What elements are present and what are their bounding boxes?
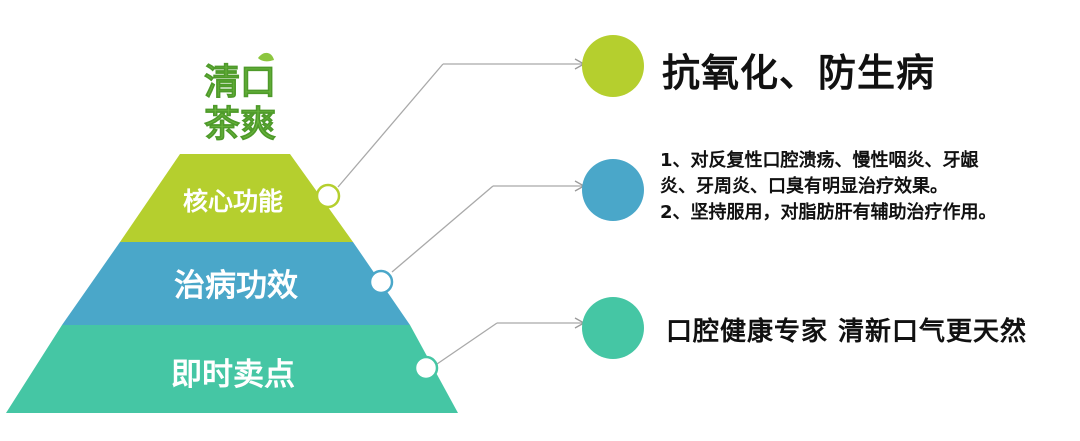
description-treatment-line3: 2、坚持服用，对脂肪肝有辅助治疗作用。 [660,202,997,223]
tier-label-top: 核心功能 [183,187,283,216]
logo: 清口 茶爽 [204,52,276,145]
description-treatment: 1、对反复性口腔溃疡、慢性咽炎、牙龈 炎、牙周炎、口臭有明显治疗效果。 2、坚持… [660,148,997,226]
description-antioxidant: 抗氧化、防生病 [662,51,936,95]
bullet-circle-3 [582,297,644,359]
anchor-circle-1 [315,183,341,209]
tier-label-bottom: 即时卖点 [171,357,295,393]
connector-arrow-2 [391,185,494,273]
description-oral-health: 口腔健康专家 清新口气更天然 [666,317,1028,347]
leaf-icon [258,52,274,62]
tier-label-middle: 治病功效 [174,268,298,304]
pyramid-tier-bottom [6,325,458,413]
connector-arrow-3 [436,322,498,365]
logo-line1: 清口 [204,62,276,103]
pyramid-tier-middle [62,242,410,325]
description-treatment-line2: 炎、牙周炎、口臭有明显治疗效果。 [660,176,948,197]
pyramid-tier-top [120,154,353,242]
bullet-circle-2 [582,159,644,221]
anchor-circle-2 [368,269,394,295]
logo-line2: 茶爽 [204,104,276,145]
anchor-circle-3 [413,355,439,381]
bullet-circle-1 [582,35,644,97]
connector-arrow-1 [337,63,444,188]
description-treatment-line1: 1、对反复性口腔溃疡、慢性咽炎、牙龈 [660,150,979,171]
